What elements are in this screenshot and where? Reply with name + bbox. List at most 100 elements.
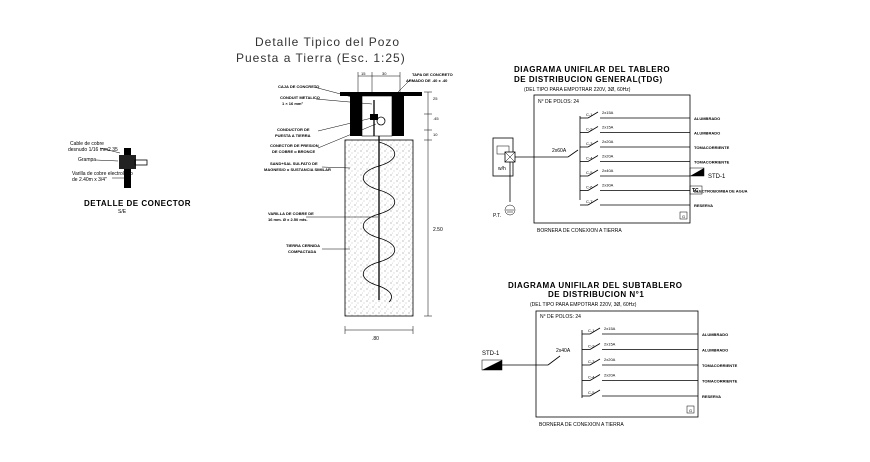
pit-detail: Detalle Tipico del Pozo Puesta a Tierra … bbox=[236, 35, 453, 342]
tdg-bornera: BORNERA DE CONEXION A TIERRA bbox=[537, 228, 622, 234]
tdg-circuit-id: C-1 bbox=[586, 112, 593, 117]
std-feed-label: STD-1 bbox=[482, 351, 500, 357]
tdg-circuit-row: C-1 2x15A ALUMBRADO bbox=[580, 110, 720, 121]
pit-label-varilla-2: 16 mm. Ø x 2.50 mts. bbox=[268, 217, 308, 222]
pit-label-conector-2: DE COBRE o BRONCE bbox=[272, 149, 315, 154]
pit-dim-right-1: 25 bbox=[433, 96, 438, 101]
pit-title-line1: Detalle Tipico del Pozo bbox=[255, 35, 400, 49]
pit-label-varilla: VARILLA DE COBRE DE bbox=[268, 211, 314, 216]
std-circuit-breaker: 2x15A bbox=[604, 342, 616, 347]
tdg-poles: N° DE POLOS: 24 bbox=[538, 99, 579, 105]
pit-dim-top-a: 15 bbox=[361, 71, 366, 76]
tdg-circuit-breaker: 2x40A bbox=[602, 168, 614, 173]
svg-text:G: G bbox=[689, 408, 692, 413]
tdg-circuit-load: ALUMBRADO bbox=[694, 116, 720, 121]
tdg-circuit-id: C-6 bbox=[586, 185, 593, 190]
pit-box-left-wall bbox=[350, 96, 362, 136]
tdg-circuit-row: C-6 2x30A ELECTROBOMBA DE AGUA bbox=[580, 183, 748, 194]
tdg-circuit-load: ELECTROBOMBA DE AGUA bbox=[694, 189, 748, 194]
pit-label-tierra: TIERRA CERNIDA bbox=[286, 243, 320, 248]
pit-dim-bottom: .80 bbox=[372, 336, 379, 342]
tdg-tc-tag: TC bbox=[692, 188, 699, 194]
pit-dim-top-b: 30 bbox=[382, 71, 387, 76]
tdg-circuit-load: ALUMBRADO bbox=[694, 131, 720, 136]
std-circuit-breaker: 2x15A bbox=[604, 326, 616, 331]
pit-dim-right-2: .45 bbox=[433, 116, 439, 121]
tdg-panel-box bbox=[533, 94, 691, 224]
std-circuit-id: C-4 bbox=[588, 375, 595, 380]
tdg-circuit-row: C-5 2x40A STD-1 bbox=[580, 168, 726, 180]
tdg-title-2: DE DISTRIBUCION GENERAL(TDG) bbox=[514, 75, 663, 84]
tdg-circuit-id: C-7 bbox=[586, 199, 593, 204]
tdg-circuit-load: TOMACORRIENTE bbox=[694, 160, 730, 165]
tdg-main-breaker: 2x60A bbox=[552, 148, 567, 154]
std-diagram: DIAGRAMA UNIFILAR DEL SUBTABLERO DE DIST… bbox=[481, 281, 699, 428]
std-circuit-breaker: 2x20A bbox=[604, 373, 616, 378]
pit-box-right-wall bbox=[392, 96, 404, 136]
tdg-title-1: DIAGRAMA UNIFILAR DEL TABLERO bbox=[514, 65, 670, 74]
pit-spiral-conductor bbox=[362, 141, 396, 303]
connector-clamp-shape bbox=[119, 155, 136, 169]
connector-detail: Cable de cobre desnudo 1/16 mm2 35 Gramp… bbox=[68, 141, 191, 215]
pit-label-conductor: CONDUCTOR DE bbox=[277, 127, 310, 132]
std-main-breaker: 2x40A bbox=[556, 348, 571, 354]
std-circuit-id: C-5 bbox=[588, 390, 595, 395]
std-poles: N° DE POLOS: 24 bbox=[540, 314, 581, 320]
std-title-1: DIAGRAMA UNIFILAR DEL SUBTABLERO bbox=[508, 281, 683, 290]
pit-label-conduit: CONDUIT METALICO bbox=[280, 95, 320, 100]
tdg-meter-label: w/h bbox=[498, 166, 506, 172]
connector-label-cable-2: desnudo 1/16 mm2 35 bbox=[68, 147, 118, 153]
connector-title: DETALLE DE CONECTOR bbox=[84, 199, 191, 208]
std-circuit-load: TOMACORRIENTE bbox=[702, 363, 738, 368]
tdg-std-symbol bbox=[690, 168, 704, 176]
tdg-circuit-id: C-5 bbox=[586, 170, 593, 175]
std-circuit-row: C-4 2x20A TOMACORRIENTE bbox=[582, 373, 738, 384]
tdg-circuit-breaker: 2x15A bbox=[602, 110, 614, 115]
pit-label-conector: CONECTOR DE PRESION bbox=[270, 143, 319, 148]
connector-label-grampa: Grampa bbox=[78, 157, 96, 163]
pit-title-line2: Puesta a Tierra (Esc. 1:25) bbox=[236, 51, 406, 65]
tdg-circuit-id: C-3 bbox=[586, 141, 593, 146]
tdg-circuit-load: TOMACORRIENTE bbox=[694, 145, 730, 150]
std-title-2: DE DISTRIBUCION N°1 bbox=[548, 290, 644, 299]
std-bornera: BORNERA DE CONEXION A TIERRA bbox=[539, 422, 624, 428]
tdg-circuit-breaker: 2x20A bbox=[602, 139, 614, 144]
pit-label-tierra-2: COMPACTADA bbox=[288, 249, 316, 254]
pit-dim-right-3: 10 bbox=[433, 132, 438, 137]
std-panel-box bbox=[535, 310, 699, 418]
tdg-circuit-breaker: 2x20A bbox=[602, 154, 614, 159]
std-circuit-breaker: 2x20A bbox=[604, 357, 616, 362]
pit-label-conduit-2: 1 × 16 mm² bbox=[282, 101, 303, 106]
pit-label-tapa: TAPA DE CONCRETO bbox=[412, 72, 453, 77]
std-circuit-load: ALUMBRADO bbox=[702, 348, 728, 353]
tdg-circuit-breaker: 2x15A bbox=[602, 125, 614, 130]
tdg-diagram: DIAGRAMA UNIFILAR DEL TABLERO DE DISTRIB… bbox=[492, 65, 691, 234]
tdg-circuit-id: C-4 bbox=[586, 156, 593, 161]
tdg-circuit-breaker: 2x30A bbox=[602, 183, 614, 188]
pit-label-tapa-2: ARMADO DE .40 x .40 bbox=[406, 78, 448, 83]
tdg-circuit-row: C-3 2x20A TOMACORRIENTE bbox=[580, 139, 730, 150]
std-circuit-id: C-1 bbox=[588, 328, 595, 333]
connector-label-varilla: Varilla de cobre electrolitico bbox=[72, 171, 133, 177]
tdg-tc-box bbox=[689, 185, 703, 195]
connector-label-cable: Cable de cobre bbox=[70, 141, 104, 147]
tdg-circuit-load: RESERVA bbox=[694, 203, 713, 208]
tdg-circuit-id: C-2 bbox=[586, 127, 593, 132]
tdg-ground-label: P.T. bbox=[493, 213, 501, 219]
std-circuit-load: RESERVA bbox=[702, 394, 721, 399]
std-circuit-load: TOMACORRIENTE bbox=[702, 379, 738, 384]
pit-lid-shape bbox=[340, 92, 422, 96]
tdg-circuit-load: STD-1 bbox=[708, 174, 726, 180]
tdg-circuit-row: C-2 2x15A ALUMBRADO bbox=[580, 125, 720, 136]
tdg-subtitle: (DEL TIPO PARA EMPOTRAR 220V, 3Ø, 60Hz) bbox=[524, 87, 631, 93]
tdg-circuit-row: C-4 2x20A TOMACORRIENTE bbox=[580, 154, 730, 165]
pit-label-conductor-2: PUESTA A TIERRA bbox=[275, 133, 311, 138]
pit-label-sal: SAND+SAL SULFATO DE bbox=[270, 161, 318, 166]
